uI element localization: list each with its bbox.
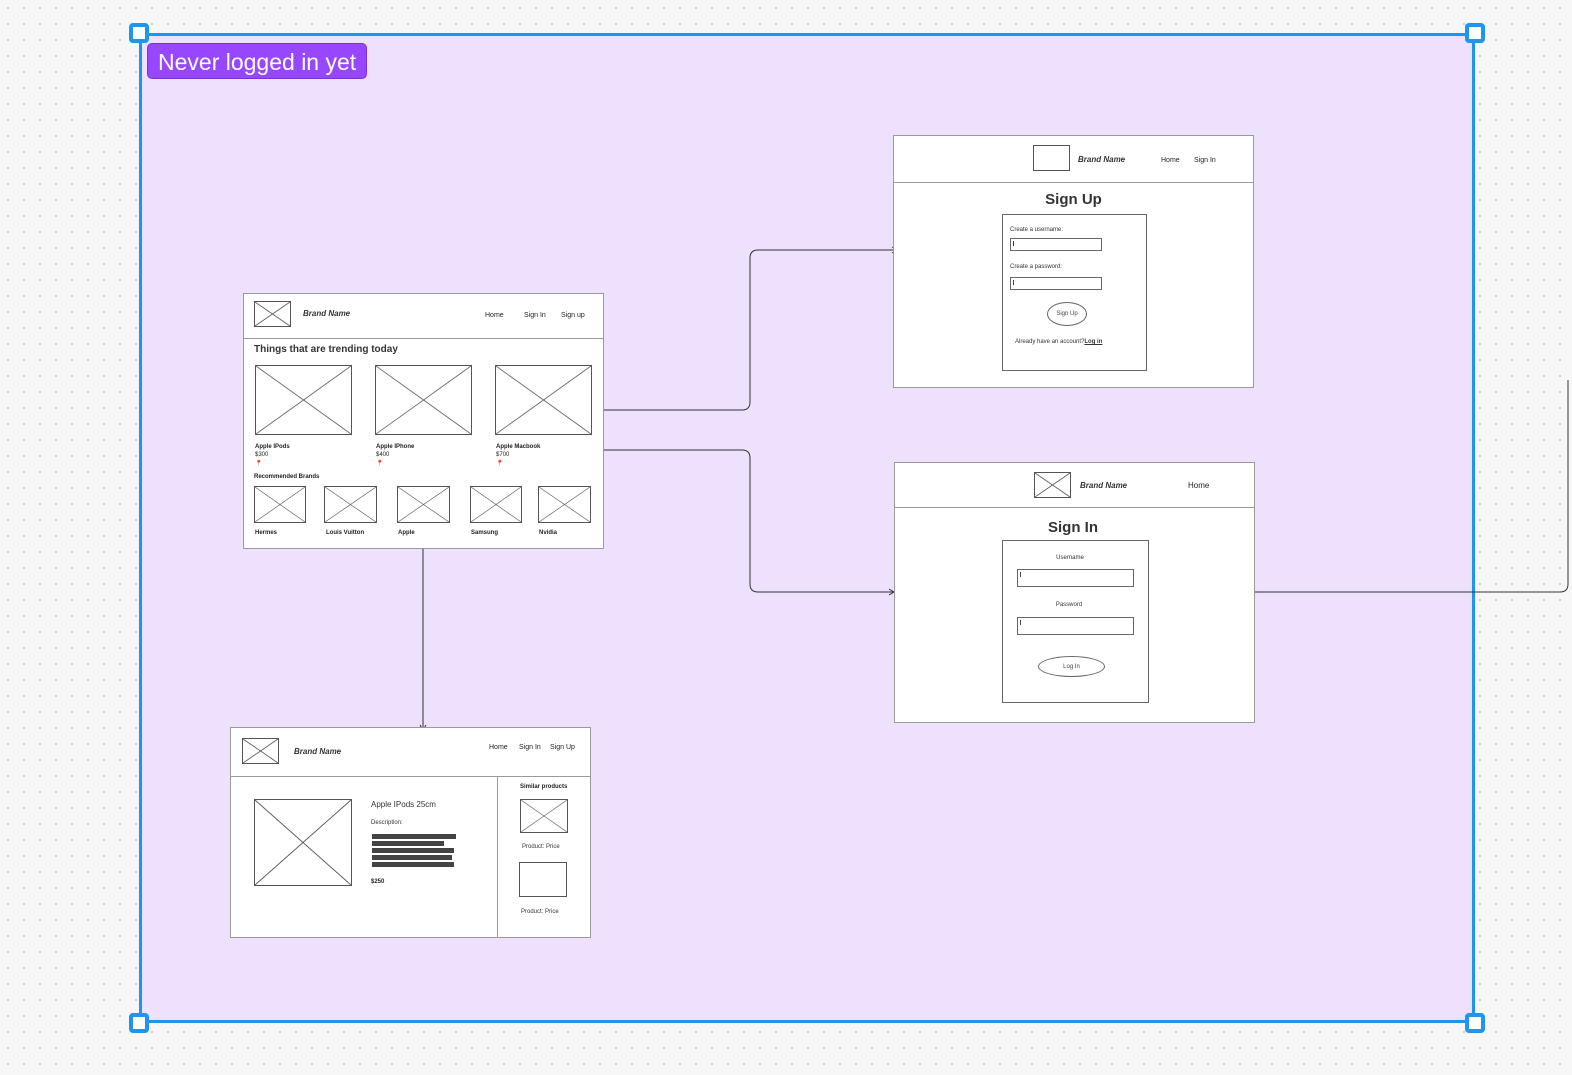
description-text-line	[372, 834, 456, 839]
nav-home[interactable]: Home	[1188, 481, 1210, 490]
brand-label[interactable]: Nvidia	[539, 530, 558, 536]
product-image-placeholder	[254, 799, 352, 886]
password-label: Password	[1055, 602, 1083, 608]
brand-label[interactable]: Samsung	[471, 530, 499, 536]
username-input[interactable]	[1010, 238, 1102, 251]
brand-name: Brand Name	[294, 747, 342, 756]
location-pin-icon: 📍	[496, 461, 504, 467]
nav-home[interactable]: Home	[1161, 157, 1180, 164]
password-label: Create a password:	[1010, 264, 1063, 270]
brands-heading: Recommended Brands	[254, 474, 320, 480]
header-divider	[231, 776, 590, 777]
nav-home[interactable]: Home	[489, 744, 508, 751]
product-name[interactable]: Apple Macbook	[496, 444, 541, 450]
brand-label[interactable]: Hermes	[255, 530, 278, 536]
product-price: $250	[371, 879, 385, 885]
description-text-line	[372, 855, 452, 860]
product-price: $300	[255, 452, 269, 458]
nav-home[interactable]: Home	[485, 312, 504, 319]
username-label: Username	[1056, 555, 1084, 561]
similar-product-image[interactable]	[519, 862, 567, 897]
description-label: Description:	[371, 820, 403, 826]
home-page-wireframe[interactable]: Brand Name Home Sign In Sign up Things t…	[243, 293, 604, 549]
username-label: Create a username:	[1010, 227, 1064, 233]
resize-handle-top-right[interactable]	[1465, 23, 1485, 43]
product-image-placeholder[interactable]	[495, 365, 592, 435]
sign-up-title: Sign Up	[1045, 191, 1102, 208]
header-divider	[894, 182, 1253, 183]
location-pin-icon: 📍	[376, 461, 384, 467]
product-page-wireframe[interactable]: Brand Name Home Sign In Sign Up Apple IP…	[230, 727, 591, 938]
header-divider	[244, 338, 603, 339]
password-input[interactable]	[1010, 277, 1102, 290]
product-image-placeholder[interactable]	[255, 365, 352, 435]
location-pin-icon: 📍	[255, 461, 263, 467]
product-name[interactable]: Apple IPhone	[376, 444, 415, 450]
logo-placeholder	[1034, 472, 1071, 498]
login-link[interactable]: Log in	[1084, 339, 1103, 345]
log-in-button[interactable]: Log In	[1038, 656, 1105, 677]
brand-label[interactable]: Apple	[398, 530, 415, 536]
section-label[interactable]: Never logged in yet	[147, 43, 368, 79]
already-account-label: Already have an account?	[1015, 339, 1085, 345]
sign-up-page-wireframe[interactable]: Brand Name Home Sign In Sign Up Create a…	[893, 135, 1254, 388]
product-title: Apple IPods 25cm	[371, 800, 436, 809]
product-price: $700	[496, 452, 510, 458]
sign-in-page-wireframe[interactable]: Brand Name Home Sign In Username Passwor…	[894, 462, 1255, 723]
brand-name: Brand Name	[1078, 155, 1126, 164]
nav-sign-in[interactable]: Sign In	[519, 744, 541, 751]
brand-name: Brand Name	[303, 309, 351, 318]
product-image-placeholder[interactable]	[375, 365, 472, 435]
description-text-line	[372, 848, 454, 853]
similar-product-label[interactable]: Product: Price	[522, 844, 560, 850]
brand-logo-placeholder[interactable]	[470, 486, 522, 523]
similar-product-label[interactable]: Product: Price	[521, 909, 559, 915]
already-account-text: Already have an account?Log in	[1015, 339, 1102, 345]
nav-sign-up[interactable]: Sign Up	[550, 744, 575, 751]
resize-handle-bottom-right[interactable]	[1465, 1013, 1485, 1033]
sidebar-divider	[497, 776, 498, 937]
similar-product-image[interactable]	[520, 799, 568, 833]
password-input[interactable]	[1017, 617, 1134, 635]
description-text-line	[372, 841, 444, 846]
sign-up-button[interactable]: Sign Up	[1047, 302, 1087, 326]
brand-logo-placeholder[interactable]	[254, 486, 306, 523]
sign-up-form: Create a username: Create a password: Si…	[1002, 214, 1147, 371]
header-divider	[895, 507, 1254, 508]
sign-in-form: Username Password Log In	[1002, 540, 1149, 703]
product-name[interactable]: Apple IPods	[255, 444, 290, 450]
brand-logo-placeholder[interactable]	[324, 486, 377, 523]
username-input[interactable]	[1017, 569, 1134, 587]
brand-label[interactable]: Louis Vuitton	[326, 530, 365, 536]
brand-logo-placeholder[interactable]	[397, 486, 450, 523]
logo-placeholder	[242, 738, 279, 764]
resize-handle-top-left[interactable]	[129, 23, 149, 43]
product-price: $400	[376, 452, 390, 458]
logo-placeholder	[254, 301, 291, 327]
brand-logo-placeholder[interactable]	[538, 486, 591, 523]
description-text-line	[372, 862, 454, 867]
nav-sign-in[interactable]: Sign In	[524, 312, 546, 319]
similar-heading: Similar products	[520, 784, 568, 790]
nav-sign-in[interactable]: Sign In	[1194, 157, 1216, 164]
nav-sign-up[interactable]: Sign up	[561, 312, 585, 319]
trending-heading: Things that are trending today	[254, 344, 398, 355]
sign-in-title: Sign In	[1048, 519, 1098, 536]
logo-placeholder	[1033, 145, 1070, 171]
brand-name: Brand Name	[1080, 481, 1128, 490]
resize-handle-bottom-left[interactable]	[129, 1013, 149, 1033]
